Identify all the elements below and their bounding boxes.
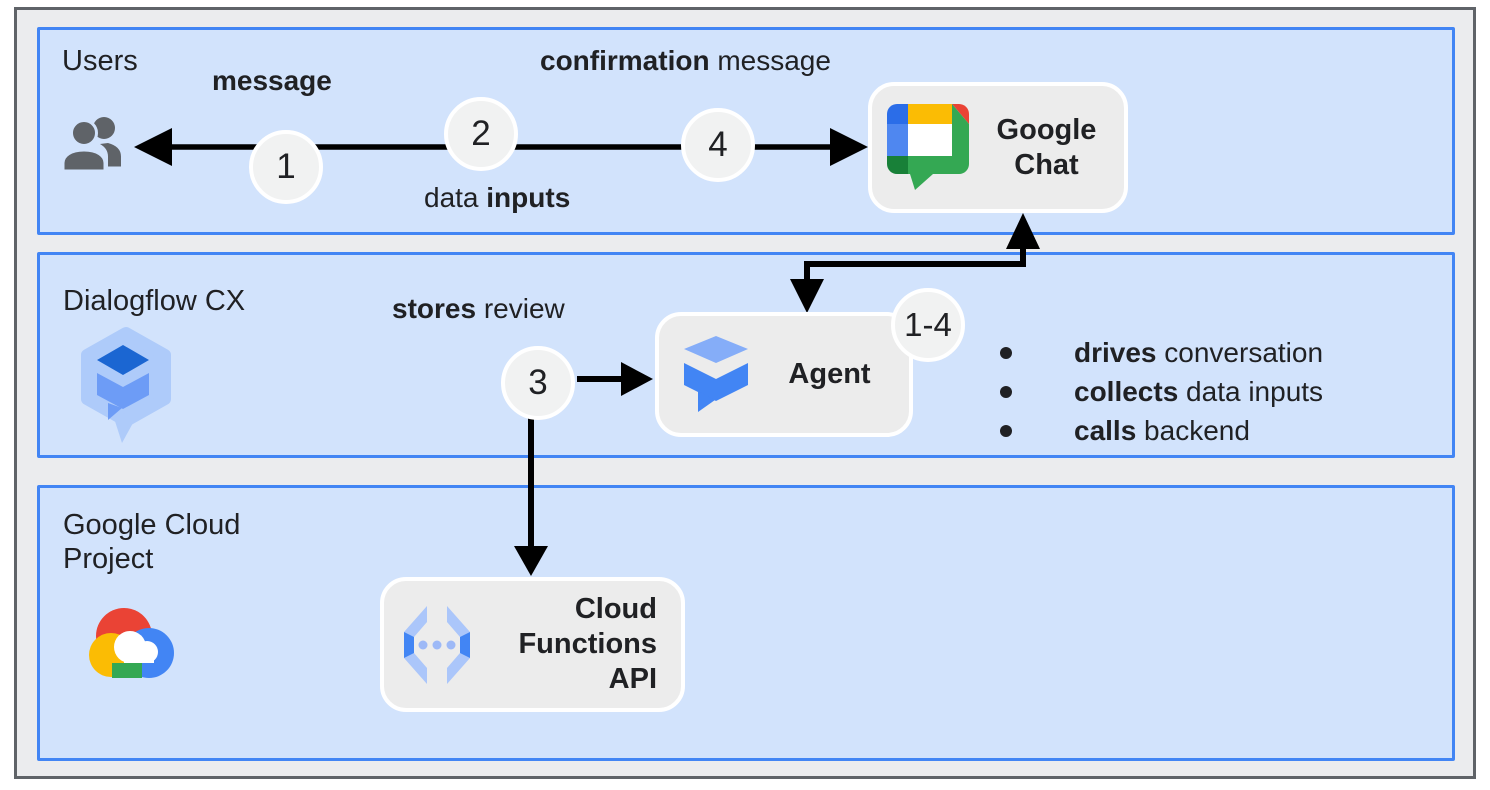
bullet-calls-backend: calls backend bbox=[985, 411, 1323, 450]
cloud-functions-icon bbox=[404, 605, 470, 684]
edge-label-data-inputs-bold: inputs bbox=[486, 182, 571, 213]
band-label-users: Users bbox=[62, 45, 138, 77]
edge-label-message: message bbox=[212, 64, 332, 97]
bullet-rest: conversation bbox=[1156, 336, 1324, 368]
bullet-bold: calls bbox=[1074, 414, 1137, 446]
node-cloud-functions-api: Cloud Functions API bbox=[380, 577, 685, 712]
bullet-dot bbox=[1000, 424, 1012, 437]
dialogflow-cx-icon bbox=[81, 327, 171, 443]
edge-label-data-inputs: data inputs bbox=[424, 181, 570, 214]
step-circle-2: 2 bbox=[444, 97, 518, 171]
node-label-cloud-functions-api: Cloud Functions API bbox=[518, 593, 657, 695]
node-agent: Agent bbox=[655, 312, 913, 437]
bullet-collects-data-inputs: collects data inputs bbox=[985, 372, 1323, 411]
bullet-dot bbox=[1000, 385, 1012, 398]
step-circle-1: 1 bbox=[249, 130, 323, 204]
step-circle-3: 3 bbox=[501, 346, 575, 420]
bullet-rest: data inputs bbox=[1178, 375, 1324, 407]
edge-label-stores-review-bold: stores bbox=[392, 293, 477, 324]
bullet-text: drives conversation bbox=[1074, 337, 1323, 369]
node-google-chat: Google Chat bbox=[868, 82, 1128, 213]
edge-label-confirmation-message: confirmation message bbox=[540, 44, 831, 77]
step-range-badge: 1-4 bbox=[891, 288, 965, 362]
bullet-rest: backend bbox=[1136, 414, 1250, 446]
edge-label-data-inputs-pre: data bbox=[424, 182, 487, 213]
bullet-bold: drives bbox=[1074, 336, 1157, 368]
bullet-drives-conversation: drives conversation bbox=[985, 333, 1323, 372]
step-circle-4: 4 bbox=[681, 108, 755, 182]
edge-label-confirmation-bold: confirmation bbox=[540, 45, 710, 76]
google-cloud-icon bbox=[89, 608, 174, 678]
dialogflow-agent-icon bbox=[684, 335, 748, 412]
edge-label-stores-review-rest: review bbox=[476, 293, 565, 324]
edge-label-message-bold: message bbox=[212, 65, 332, 96]
band-google-cloud-project bbox=[37, 485, 1455, 761]
users-icon bbox=[61, 117, 121, 173]
node-label-google-chat: Google Chat bbox=[996, 113, 1097, 181]
google-chat-icon bbox=[887, 103, 969, 190]
node-label-agent: Agent bbox=[788, 358, 871, 390]
band-label-google-cloud-project: Google Cloud Project bbox=[63, 509, 241, 575]
bullet-text: calls backend bbox=[1074, 415, 1250, 447]
agent-bullet-list: drives conversation collects data inputs… bbox=[985, 333, 1323, 450]
bullet-bold: collects bbox=[1074, 375, 1179, 407]
bullet-dot bbox=[1000, 346, 1012, 359]
edge-label-stores-review: stores review bbox=[392, 292, 565, 325]
bullet-text: collects data inputs bbox=[1074, 376, 1323, 408]
edge-label-confirmation-rest: message bbox=[709, 45, 831, 76]
band-label-dialogflow-cx: Dialogflow CX bbox=[63, 285, 246, 317]
